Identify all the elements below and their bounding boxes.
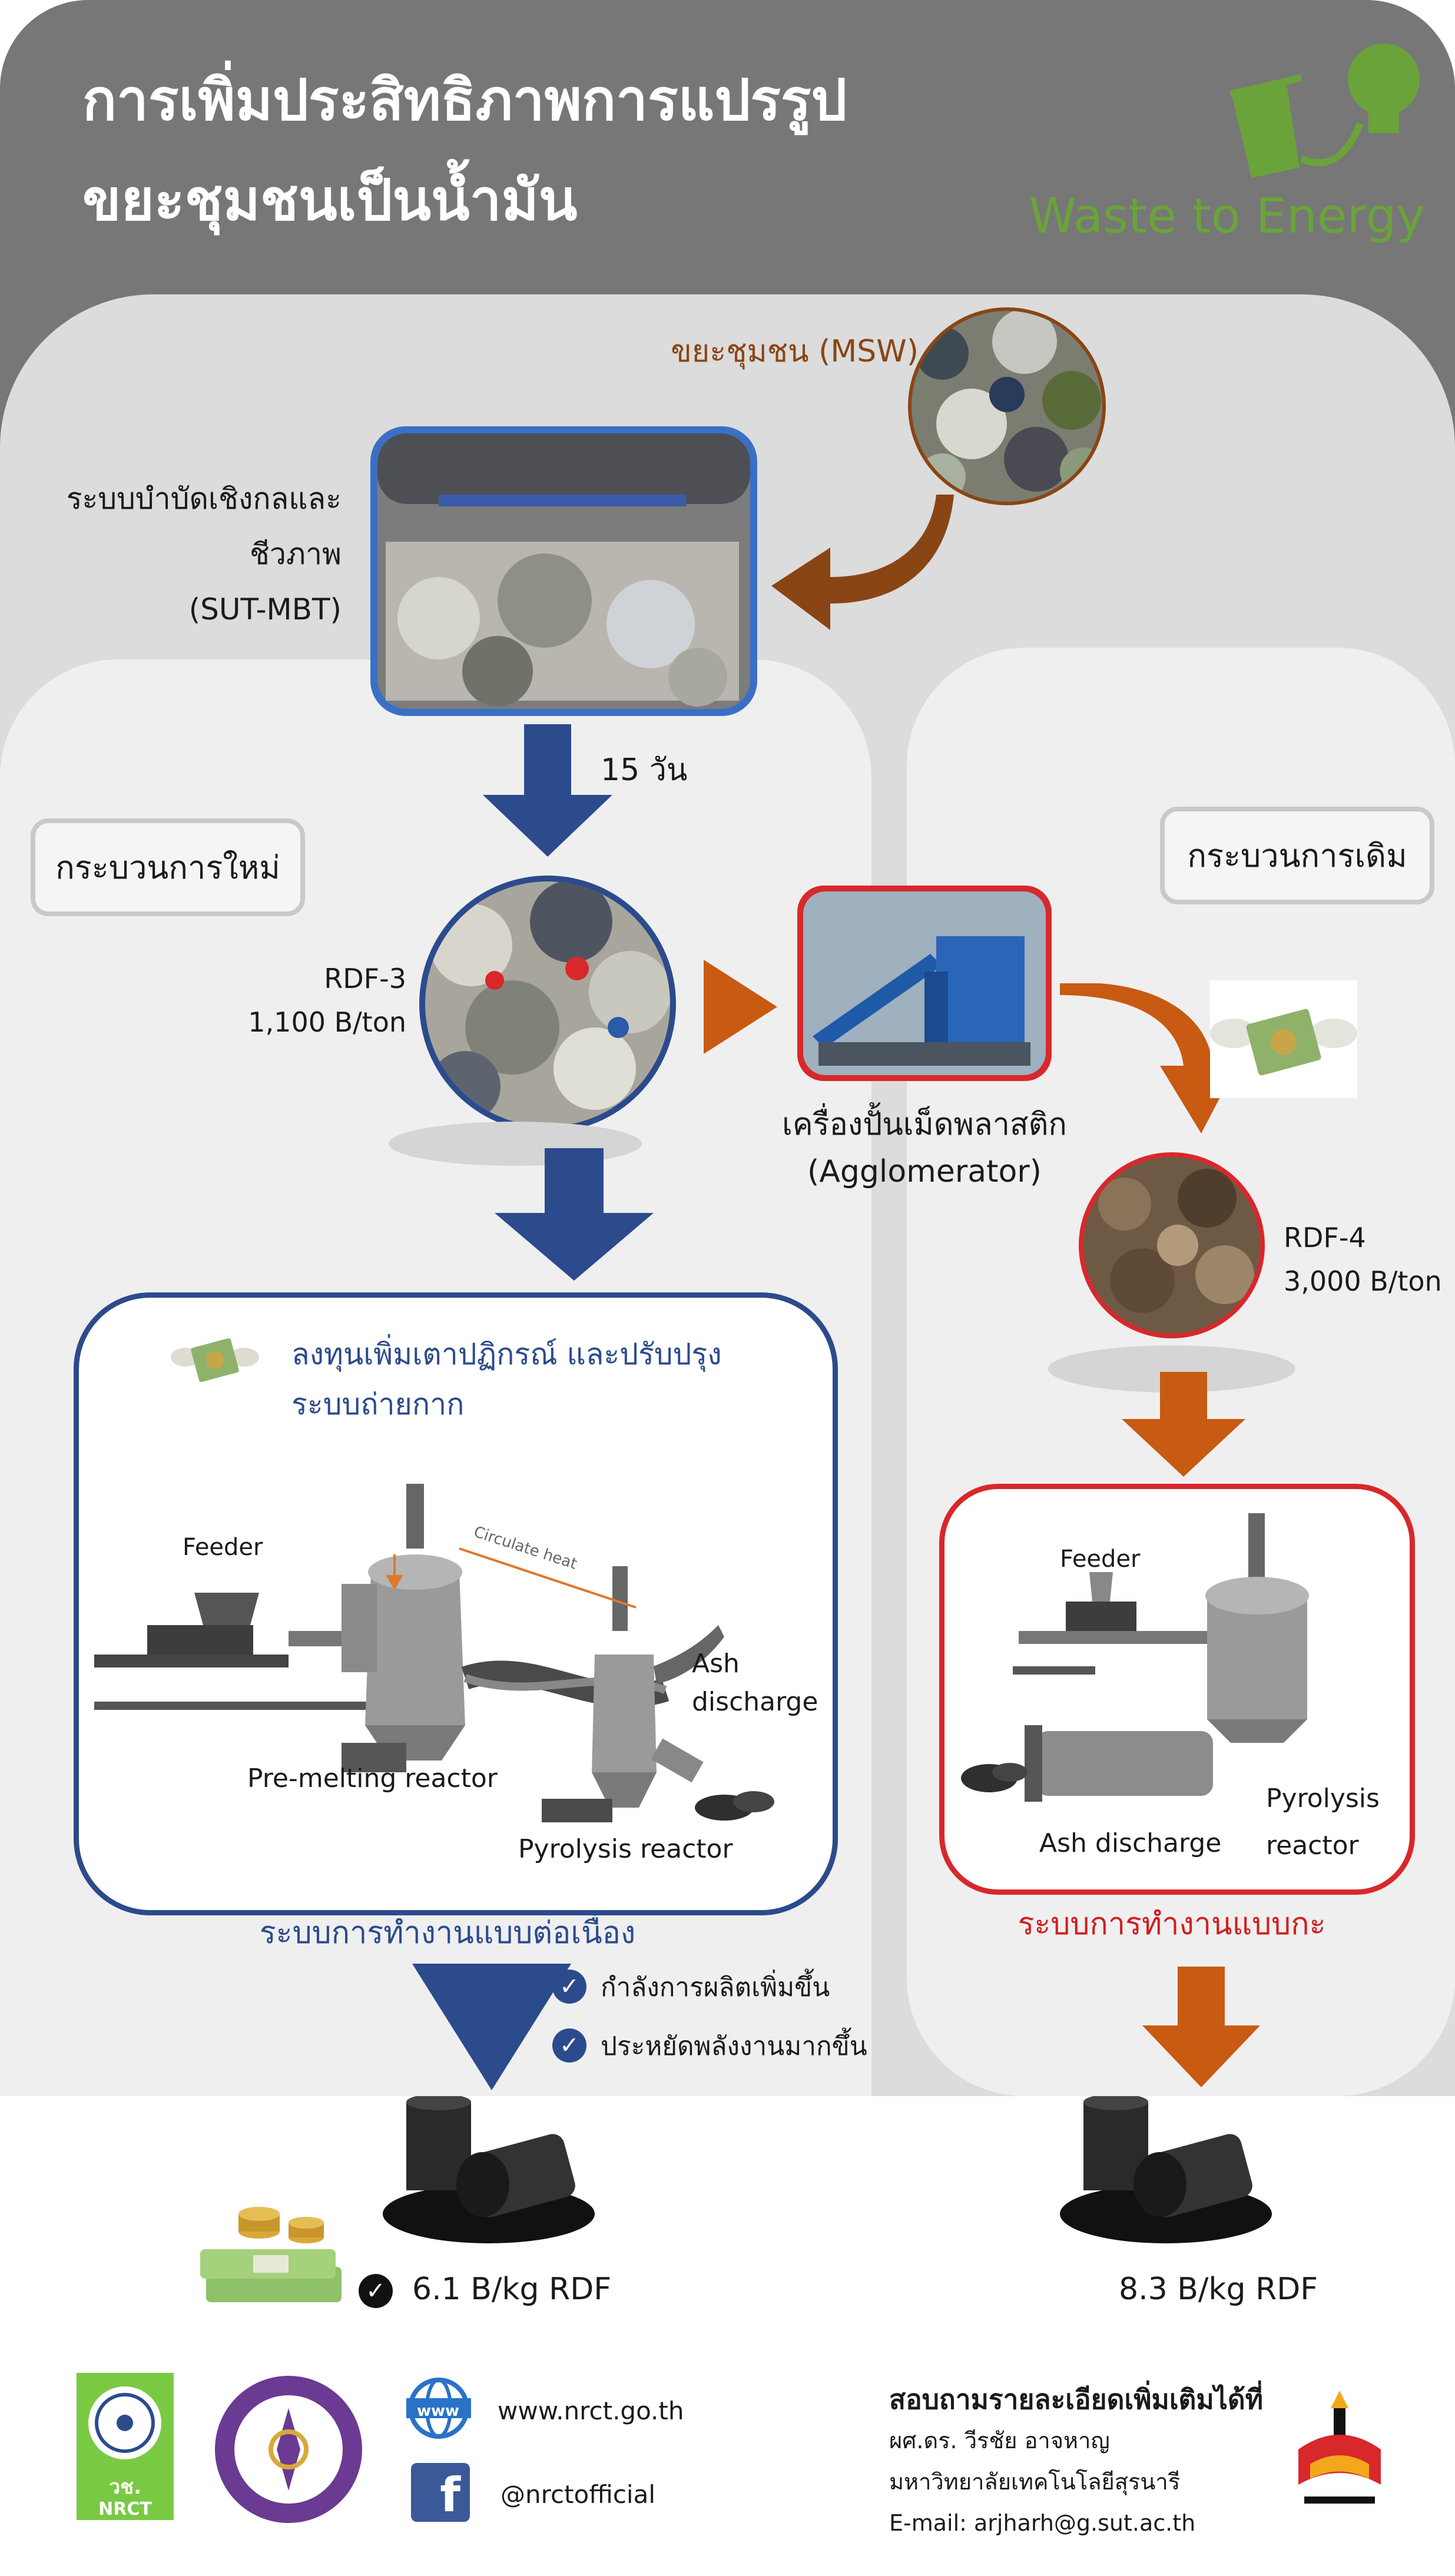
mbt-label-line2: ชีวภาพ	[249, 537, 342, 571]
new-pyrolysis-label: Pyrolysis reactor	[518, 1834, 733, 1864]
rdf4-label: RDF-4	[1284, 1222, 1366, 1254]
contact-title: สอบถามรายละเอียดเพิ่มเติมได้ที่	[889, 2383, 1264, 2415]
rdf3-label: RDF-3	[324, 963, 406, 994]
old-result: 8.3 B/kg RDF	[1119, 2272, 1318, 2307]
msw-to-mbt-arrow-icon	[771, 495, 954, 630]
agglomerator-label-line1: เครื่องปั้นเม็ดพลาสติก	[782, 1107, 1067, 1142]
rdf4-price: 3,000 B/ton	[1284, 1265, 1442, 1297]
days-label: 15 วัน	[601, 752, 688, 788]
batch-mode-label: ระบบการทำงานแบบกะ	[1017, 1907, 1326, 1942]
msw-label: ขยะชุมชน (MSW)	[671, 334, 919, 369]
continuous-mode-label: ระบบการทำงานแบบต่อเนื่อง	[259, 1915, 636, 1951]
rdf3-photo	[419, 876, 676, 1132]
facebook-icon: f	[411, 2463, 470, 2522]
contact-name: ผศ.ดร. วีรชัย อาจหาญ	[889, 2428, 1110, 2454]
mbt-label-line1: ระบบบำบัดเชิงกลและ	[66, 482, 342, 516]
agglomerator-photo	[797, 886, 1052, 1081]
invest-money-icon	[171, 1338, 259, 1383]
page-title-line2: ขยะชุมชนเป็นน้ำมัน	[82, 167, 578, 233]
money-stack-icon	[200, 2207, 342, 2302]
nrct-logo-en: NRCT	[98, 2499, 152, 2519]
mbt-label-line3: (SUT-MBT)	[188, 592, 342, 626]
premelting-label: Pre-melting reactor	[247, 1763, 498, 1793]
check-icon: ✓	[359, 2274, 393, 2308]
batch-reactor-diagram	[961, 1513, 1309, 1802]
old-ash-label: Ash discharge	[1039, 1828, 1222, 1858]
blue-arrow-down-3-icon	[412, 1964, 571, 2090]
oil-barrels-left-icon	[383, 2096, 595, 2243]
invest-label-line1: ลงทุนเพิ่มเตาปฏิกรณ์ และปรับปรุง	[291, 1337, 722, 1371]
orange-arrow-down-1-icon	[1122, 1372, 1245, 1477]
new-process-pill: กระบวนการใหม่	[31, 818, 305, 916]
benefit-2: ประหยัดพลังงานมากขึ้น	[601, 2031, 867, 2061]
facebook-link[interactable]: @nrctofficial	[501, 2480, 655, 2509]
website-link[interactable]: www.nrct.go.th	[498, 2396, 684, 2425]
ministry-logo-icon	[215, 2376, 362, 2523]
new-ash-label-line1: Ash	[692, 1649, 740, 1679]
globe-icon	[406, 2378, 471, 2439]
www-icon-label: www	[416, 2402, 460, 2420]
flying-money-icon	[1210, 980, 1357, 1098]
new-feeder-label: Feeder	[183, 1534, 263, 1561]
msw-photo	[908, 307, 1106, 505]
old-pyrolysis-label-line2: reactor	[1266, 1831, 1359, 1861]
rdf3-price: 1,100 B/ton	[248, 1006, 406, 1038]
orange-arrow-right-icon	[704, 960, 777, 1054]
page-title-line1: การเพิ่มประสิทธิภาพการแปรรูป	[82, 67, 847, 133]
nrct-emblem-icon	[88, 2386, 161, 2459]
orange-curved-arrow-icon	[1060, 983, 1237, 1133]
sut-logo-icon	[1298, 2391, 1381, 2504]
old-system-box	[939, 1484, 1415, 1895]
mbt-photo	[370, 426, 757, 716]
old-process-pill: กระบวนการเดิม	[1160, 807, 1434, 904]
rdf4-photo	[1079, 1152, 1265, 1338]
continuous-reactor-diagram	[94, 1484, 774, 1822]
old-pyrolysis-label-line1: Pyrolysis	[1266, 1783, 1380, 1814]
benefit-1: กำลังการผลิตเพิ่มขึ้น	[601, 1972, 830, 2003]
blue-arrow-down-1-icon	[483, 724, 612, 857]
old-feeder-label: Feeder	[1060, 1546, 1141, 1573]
waste-to-energy-logo-text: Waste to Energy	[1029, 188, 1425, 244]
nrct-logo: วช. NRCT	[77, 2373, 174, 2520]
contact-email[interactable]: E-mail: arjharh@g.sut.ac.th	[889, 2510, 1196, 2536]
check-icon: ✓	[552, 2028, 586, 2063]
blue-arrow-down-2-icon	[495, 1148, 654, 1281]
new-result: 6.1 B/kg RDF	[412, 2272, 612, 2307]
check-icon: ✓	[552, 1970, 586, 2004]
new-ash-label-line2: discharge	[692, 1687, 818, 1717]
waste-to-energy-logo-icon	[1229, 44, 1420, 178]
oil-barrels-right-icon	[1060, 2096, 1272, 2243]
agglomerator-label-line2: (Agglomerator)	[807, 1154, 1042, 1189]
contact-org: มหาวิทยาลัยเทคโนโลยีสุรนารี	[889, 2469, 1181, 2495]
invest-label-line2: ระบบถ่ายกาก	[291, 1387, 465, 1421]
orange-arrow-down-2-icon	[1142, 1967, 1260, 2087]
nrct-logo-th: วช.	[108, 2475, 142, 2499]
